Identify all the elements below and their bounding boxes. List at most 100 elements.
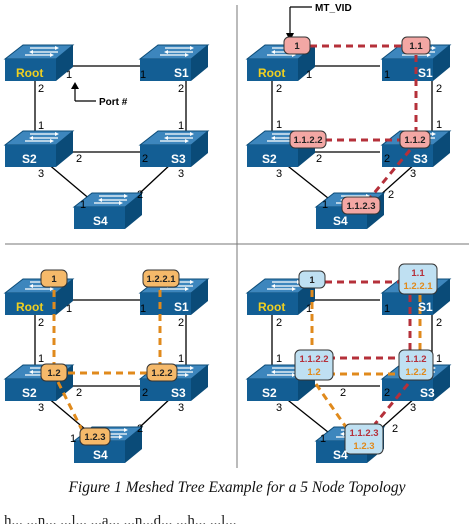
svg-text:1: 1 bbox=[436, 353, 442, 365]
svg-text:2: 2 bbox=[137, 423, 143, 435]
svg-text:1: 1 bbox=[178, 353, 184, 365]
port-numbers: 1 1 2 1 2 1 2 2 3 1 3 2 bbox=[276, 303, 442, 445]
svg-text:S2: S2 bbox=[22, 386, 37, 400]
svg-text:S4: S4 bbox=[93, 448, 108, 462]
svg-text:2: 2 bbox=[388, 189, 394, 201]
svg-text:2: 2 bbox=[76, 153, 82, 165]
svg-text:S1: S1 bbox=[418, 66, 433, 80]
svg-text:3: 3 bbox=[276, 168, 282, 180]
svg-text:2: 2 bbox=[76, 387, 82, 399]
tag-s2: 1.1.2.2 bbox=[293, 135, 322, 146]
mt-vid-pointer: MT_VID bbox=[286, 3, 352, 41]
svg-text:S3: S3 bbox=[171, 386, 186, 400]
orange-path bbox=[52, 290, 162, 431]
svg-text:S2: S2 bbox=[262, 386, 277, 400]
svg-text:Root: Root bbox=[258, 300, 285, 314]
svg-text:1: 1 bbox=[276, 353, 282, 365]
mt-vid-label: MT_VID bbox=[315, 3, 352, 14]
tag-s2: 1.2 bbox=[47, 368, 60, 379]
svg-text:1: 1 bbox=[306, 303, 312, 315]
port-numbers: 1 1 2 1 2 1 2 2 3 1 3 2 bbox=[276, 69, 442, 211]
tag-s1-orange: 1.2.2.1 bbox=[403, 281, 433, 292]
tag-root: 1 bbox=[294, 41, 300, 52]
svg-text:S2: S2 bbox=[262, 152, 277, 166]
tags: 1 1.1 1.2.2.1 1.1.2.2 1.2 1.1.2 1.2.2 1.… bbox=[294, 263, 438, 455]
svg-text:S4: S4 bbox=[333, 448, 348, 462]
svg-text:2: 2 bbox=[392, 423, 398, 435]
red-path bbox=[325, 280, 412, 425]
svg-text:2: 2 bbox=[137, 189, 143, 201]
svg-text:2: 2 bbox=[436, 317, 442, 329]
svg-text:2: 2 bbox=[340, 387, 346, 399]
svg-text:2: 2 bbox=[178, 317, 184, 329]
svg-text:Root: Root bbox=[258, 66, 285, 80]
tags: 1 1.1 1.1.2.2 1.1.2 1.1.2.3 bbox=[283, 36, 431, 215]
svg-text:2: 2 bbox=[38, 83, 44, 95]
tag-s4-orange: 1.2.3 bbox=[353, 441, 374, 452]
svg-text:3: 3 bbox=[38, 168, 44, 180]
orange-path bbox=[310, 290, 422, 431]
svg-text:3: 3 bbox=[410, 402, 416, 414]
cut-off-text: h... ...n... ...l... ...a... ...n...d...… bbox=[4, 513, 237, 524]
svg-text:3: 3 bbox=[410, 168, 416, 180]
svg-text:1: 1 bbox=[436, 119, 442, 131]
tag-s2-red: 1.1.2.2 bbox=[299, 354, 328, 365]
tag-s3-orange: 1.2.2 bbox=[405, 367, 426, 378]
svg-text:2: 2 bbox=[384, 153, 390, 165]
s2-label: S2 bbox=[22, 152, 37, 166]
tag-s3: 1.1.2 bbox=[404, 135, 425, 146]
port-numbers: 1 1 2 1 2 1 2 2 3 1 3 2 bbox=[38, 69, 184, 211]
svg-text:3: 3 bbox=[276, 402, 282, 414]
cut-off-text-line: h... ...n... ...l... ...a... ...n...d...… bbox=[0, 505, 474, 524]
red-path bbox=[310, 44, 418, 199]
links bbox=[34, 65, 187, 207]
tag-s4: 1.2.3 bbox=[84, 432, 105, 443]
svg-text:2: 2 bbox=[276, 83, 282, 95]
svg-text:Root: Root bbox=[16, 300, 43, 314]
svg-text:2: 2 bbox=[384, 387, 390, 399]
svg-text:1: 1 bbox=[70, 433, 76, 445]
svg-text:1: 1 bbox=[140, 303, 146, 315]
svg-text:S1: S1 bbox=[418, 300, 433, 314]
tag-s1: 1.2.2.1 bbox=[146, 274, 176, 285]
port-annotation: Port # bbox=[71, 82, 128, 108]
svg-text:2: 2 bbox=[276, 317, 282, 329]
arrow-up-icon bbox=[71, 82, 79, 89]
svg-text:1: 1 bbox=[38, 120, 44, 132]
svg-text:1: 1 bbox=[276, 119, 282, 131]
svg-text:1: 1 bbox=[322, 199, 328, 211]
svg-text:S3: S3 bbox=[413, 152, 428, 166]
svg-text:1: 1 bbox=[178, 120, 184, 132]
svg-text:3: 3 bbox=[178, 402, 184, 414]
svg-text:S3: S3 bbox=[420, 386, 435, 400]
tag-s3-red: 1.1.2 bbox=[405, 354, 426, 365]
svg-text:1: 1 bbox=[384, 303, 390, 315]
svg-text:2: 2 bbox=[38, 317, 44, 329]
panel-bottom-left: 1 1.2.2.1 1.2 1.2.2 1.2.3 Root S1 S2 S3 … bbox=[4, 269, 209, 464]
links bbox=[34, 299, 187, 441]
s4-label: S4 bbox=[93, 214, 108, 228]
svg-text:1: 1 bbox=[66, 303, 72, 315]
svg-text:1: 1 bbox=[38, 353, 44, 365]
root-label: Root bbox=[16, 66, 43, 80]
tag-s2-orange: 1.2 bbox=[307, 367, 320, 378]
tag-root: 1 bbox=[309, 275, 315, 286]
s3-label: S3 bbox=[171, 152, 186, 166]
figure-caption: Figure 1 Meshed Tree Example for a 5 Nod… bbox=[68, 479, 406, 496]
tag-s4-red: 1.1.2.3 bbox=[349, 428, 378, 439]
svg-text:2: 2 bbox=[178, 83, 184, 95]
svg-text:2: 2 bbox=[142, 153, 148, 165]
svg-text:3: 3 bbox=[178, 168, 184, 180]
svg-text:1: 1 bbox=[80, 199, 86, 211]
s1-label: S1 bbox=[174, 66, 189, 80]
port-annotation-label: Port # bbox=[99, 97, 128, 108]
svg-text:1: 1 bbox=[384, 69, 390, 81]
tag-s1: 1.1 bbox=[409, 41, 423, 52]
svg-text:1: 1 bbox=[66, 69, 72, 81]
svg-text:2: 2 bbox=[436, 83, 442, 95]
tag-s3: 1.2.2 bbox=[151, 368, 172, 379]
svg-text:1: 1 bbox=[140, 69, 146, 81]
tag-s4: 1.1.2.3 bbox=[346, 201, 375, 212]
port-numbers: 1 1 2 1 2 1 2 2 3 1 3 2 bbox=[38, 303, 184, 445]
